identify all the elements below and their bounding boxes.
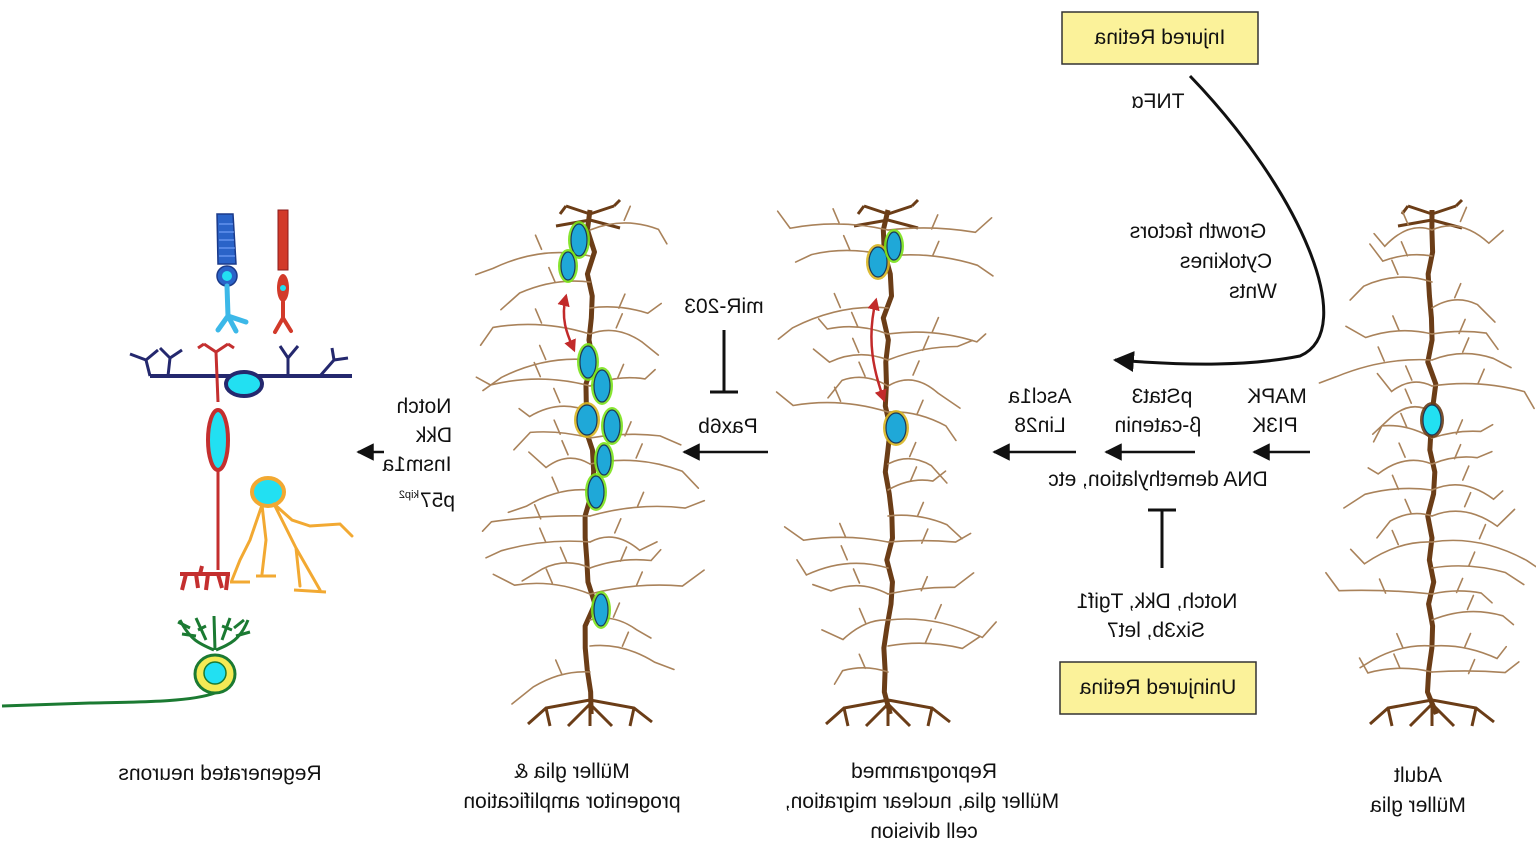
tnf-alpha-label: TNFα	[1132, 90, 1185, 113]
wnts-label: Wnts	[1229, 280, 1277, 303]
caption-adult-line2: Müller glia	[1370, 794, 1466, 817]
caption-adult-line1: Adult	[1394, 764, 1442, 787]
mapk-label: MAPK	[1247, 385, 1307, 408]
pstat3-label: pStat3	[1132, 385, 1193, 408]
inhibitors-line2: Six3b, let7	[1107, 619, 1205, 642]
caption-amplification-line1: Müller glia &	[514, 760, 630, 783]
nucleus	[585, 473, 607, 511]
p57-label: p57	[420, 489, 455, 512]
uninjured-retina-label: Uninjured Retina	[1079, 676, 1236, 699]
nucleus	[884, 229, 904, 263]
regenerated-neurons-group	[1, 209, 354, 708]
amacrine-cell	[230, 476, 354, 594]
amplification-muller-glia-cell	[474, 198, 706, 728]
nucleus	[594, 442, 614, 478]
inhibitors-line1: Notch, Dkk, Tgif1	[1077, 590, 1238, 613]
mir203-label: miR-203	[684, 295, 763, 318]
uninjured-retina-box: Uninjured Retina	[1059, 661, 1257, 715]
nucleus	[574, 402, 600, 438]
pax6b-label: Pax6b	[698, 415, 758, 438]
ascl1a-label: Ascl1a	[1008, 385, 1071, 408]
ganglion-cell	[1, 615, 251, 708]
adult-muller-glia-cell	[1318, 198, 1536, 728]
reprogrammed-muller-glia-cell	[775, 198, 997, 728]
nucleus	[577, 343, 599, 381]
pi3k-label: PI3K	[1252, 414, 1298, 437]
growth-factors-label: Growth factors	[1130, 220, 1267, 243]
caption-reprogrammed-line1: Reprogrammed	[851, 760, 997, 783]
dna-demethylation-label: DNA demethylation, etc	[1048, 468, 1267, 491]
notch-label: Notch	[397, 395, 452, 418]
inhibition-bar-notch	[1148, 508, 1176, 568]
nucleus	[591, 367, 613, 405]
injured-retina-label: Injured Retina	[1094, 26, 1225, 49]
kip2-superscript: kip2	[399, 489, 419, 501]
caption-reprogrammed-line3: cell division	[870, 820, 977, 843]
nucleus	[866, 244, 890, 280]
nucleus	[883, 410, 909, 446]
horizontal-cell	[129, 345, 352, 398]
insm1a-label: Insm1a	[382, 453, 451, 476]
caption-reprogrammed-line2: Müller glia, nuclear migration,	[785, 790, 1059, 813]
nucleus	[1420, 402, 1444, 438]
cone-photoreceptor	[215, 213, 249, 334]
caption-regenerated: Regenerated neurons	[118, 762, 321, 785]
rod-photoreceptor	[273, 209, 293, 334]
dkk-label: Dkk	[415, 424, 452, 447]
bipolar-cell	[180, 342, 235, 591]
tnf-curved-arrow	[1112, 74, 1326, 372]
nucleus	[568, 221, 590, 259]
lin28-label: Lin28	[1014, 414, 1065, 437]
nucleus	[591, 591, 611, 629]
cytokines-label: Cytokines	[1180, 250, 1272, 273]
beta-catenin-label: β-catenin	[1115, 414, 1202, 437]
nucleus	[601, 407, 623, 445]
caption-amplification-line2: progenitor amplification	[463, 790, 680, 813]
nucleus	[558, 249, 578, 283]
injured-retina-box: Injured Retina	[1061, 11, 1259, 65]
inhibition-bar-mir203	[710, 330, 738, 394]
